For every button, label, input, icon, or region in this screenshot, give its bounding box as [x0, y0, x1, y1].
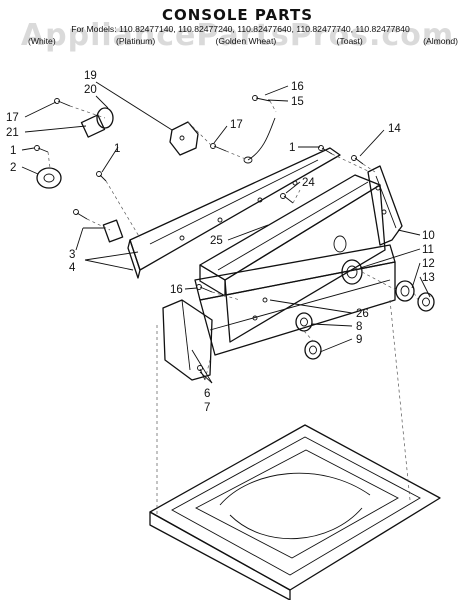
- console-body-part: [199, 174, 386, 343]
- callout-number: 1: [10, 145, 16, 157]
- callout-number: 7: [204, 402, 210, 414]
- callout-number: 1: [289, 142, 295, 154]
- callout-number: 3: [69, 249, 75, 261]
- callout-number: 13: [422, 272, 435, 284]
- end-cap-part: [162, 299, 213, 381]
- callout-number: 8: [356, 321, 362, 333]
- callout-number: 1: [114, 143, 120, 155]
- switch-part: [169, 121, 199, 156]
- color-label: (Platinum): [116, 36, 156, 46]
- model-numbers: For Models: 110.82477140, 110.82477240, …: [71, 24, 410, 34]
- alignment-guide-lines: [47, 100, 419, 515]
- model-colors: (White) (Platinum) (Golden Wheat) (Toast…: [28, 36, 458, 46]
- timer-part: [36, 107, 124, 243]
- callout-number: 16: [291, 81, 304, 93]
- callout-number: 21: [6, 127, 19, 139]
- callout-leader-lines: [21, 81, 431, 384]
- color-label: (Toast): [336, 36, 363, 46]
- screw-part: [34, 95, 364, 381]
- callout-number: 20: [84, 84, 97, 96]
- wire-harness-part: [247, 117, 276, 161]
- callout-number: 15: [291, 96, 304, 108]
- callout-number: 10: [422, 230, 435, 242]
- callout-number: 14: [388, 123, 401, 135]
- wire-connector-part: [243, 156, 253, 164]
- callout-number: 19: [84, 70, 97, 82]
- color-label: (Almond): [423, 36, 458, 46]
- callout-number: 4: [69, 262, 76, 274]
- callout-number: 26: [356, 308, 369, 320]
- skirt-dial-part: [395, 280, 415, 302]
- color-label: (Golden Wheat): [215, 36, 277, 46]
- callout-number: 17: [230, 119, 243, 131]
- knob-part: [417, 292, 435, 312]
- watermark-text: AppliancePartsPros.com: [20, 18, 455, 53]
- end-cap-right-part: [367, 165, 403, 246]
- callout-number: 11: [422, 244, 434, 256]
- callout-number: 9: [356, 334, 362, 346]
- diagram-title: CONSOLE PARTS: [161, 6, 314, 24]
- selector-knob-part: [304, 340, 322, 360]
- callout-number: 25: [210, 235, 223, 247]
- color-label: (White): [28, 36, 56, 46]
- callout-number: 24: [302, 177, 315, 189]
- cabinet-top-part: [149, 424, 441, 600]
- callout-number: 16: [170, 284, 183, 296]
- control-panel-part: [127, 147, 341, 279]
- callout-number: 6: [204, 388, 210, 400]
- callout-number: 12: [422, 258, 435, 270]
- callout-number: 17: [6, 112, 19, 124]
- callout-number: 2: [10, 162, 16, 174]
- callout-numbers: 19 20 17 21 1 2 16 15 17 14 1 24 25 1 3 …: [6, 70, 435, 414]
